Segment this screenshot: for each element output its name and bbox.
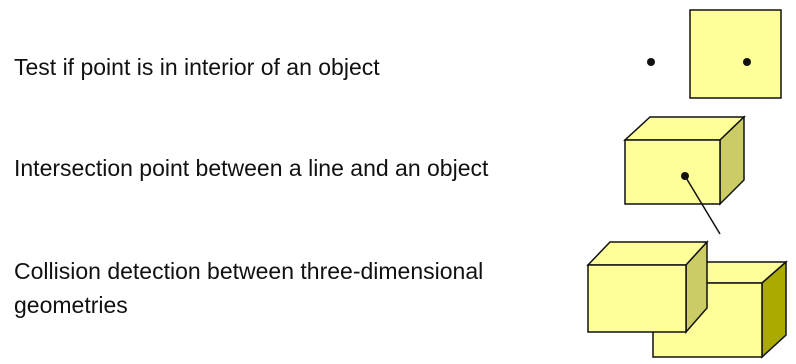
outside-point <box>647 58 655 66</box>
object-square <box>689 9 782 99</box>
inside-point <box>743 58 751 66</box>
intersection-point <box>681 172 689 180</box>
intersecting-line <box>684 175 721 235</box>
front-box-front-face <box>587 264 687 333</box>
line-intersection-label: Intersection point between a line and an… <box>14 155 489 181</box>
collision-detection-label-line2: geometries <box>14 292 128 318</box>
cube-front-face <box>624 139 721 205</box>
point-in-object-figure <box>647 9 782 99</box>
point-interior-test-label: Test if point is in interior of an objec… <box>14 54 380 80</box>
collision-detection-label-line1: Collision detection between three-dimens… <box>14 258 484 284</box>
line-object-intersection-figure <box>623 115 746 235</box>
collision-figure <box>586 240 788 359</box>
